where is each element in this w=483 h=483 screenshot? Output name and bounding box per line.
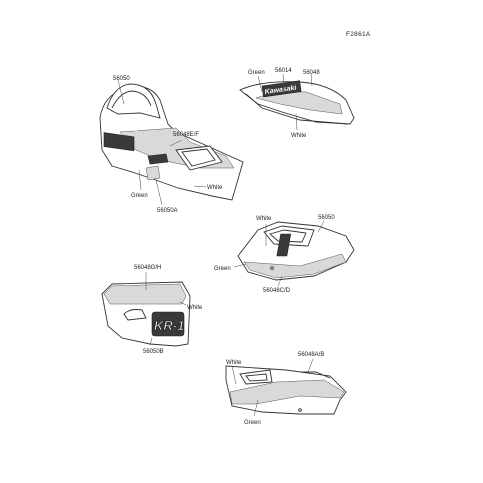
lower-cowl-assembly: White 56048A/B Green bbox=[225, 352, 347, 426]
leader-side-white bbox=[179, 301, 187, 306]
fairing-brand-text: Kawasaki bbox=[106, 122, 140, 134]
seat-cowl-bolt bbox=[270, 266, 274, 270]
tank-brand-text: Kawasaki bbox=[264, 84, 298, 96]
side-cover-color-white: White bbox=[187, 305, 203, 311]
fairing-headlight bbox=[147, 153, 169, 165]
side-cover-vent bbox=[123, 309, 147, 321]
seat-cowl-assembly: White 56050 Green 56048C/D bbox=[214, 215, 355, 294]
seat-cowl-stripe bbox=[243, 253, 347, 279]
leader-fairing-white bbox=[193, 185, 207, 188]
leader-fairing-green bbox=[138, 169, 142, 191]
side-cover-stripe bbox=[103, 283, 187, 305]
lower-cowl-vent-inner bbox=[245, 373, 268, 382]
side-cover-assembly: KR-1 56048G/H White 56050B bbox=[101, 265, 203, 355]
side-cover-part-top: 56048G/H bbox=[134, 265, 161, 271]
windscreen bbox=[106, 83, 161, 119]
seat-cowl-decal-kawasaki bbox=[276, 233, 292, 257]
drawing-code: F2861A bbox=[346, 31, 371, 38]
fairing-part-bottom: 56050A bbox=[157, 208, 178, 214]
fairing-part-top: 56050 bbox=[113, 76, 130, 82]
lower-cowl-part-top: 56048A/B bbox=[298, 352, 324, 358]
tank-bottom-line bbox=[245, 93, 349, 125]
leader-lower-top bbox=[307, 358, 314, 373]
fuel-tank-assembly: Kawasaki Green 56014 56048 White bbox=[239, 68, 355, 139]
leader-fairing-top bbox=[117, 79, 125, 105]
leader-cowl-bottom bbox=[277, 275, 283, 287]
leader-side-bottom bbox=[149, 337, 153, 346]
tank-color-white: White bbox=[291, 133, 307, 139]
seat-cowl-opening-inner bbox=[269, 229, 307, 243]
leader-tank-right bbox=[310, 73, 313, 87]
leader-fairing-side bbox=[169, 139, 183, 147]
seat-cowl-color-white: White bbox=[256, 216, 272, 222]
seat-cowl-part-bottom: 56048C/D bbox=[263, 288, 291, 294]
lower-cowl-color-white: White bbox=[226, 360, 242, 366]
fairing-mirror-panel bbox=[175, 145, 223, 171]
lower-cowl-edge bbox=[300, 371, 331, 379]
leader-lower-green bbox=[253, 399, 259, 417]
leader-fairing-bottom bbox=[155, 179, 163, 206]
leader-tank-white bbox=[295, 113, 298, 131]
leader-tank-green bbox=[257, 75, 263, 93]
tank-color-green: Green bbox=[248, 70, 265, 76]
leader-cowl-top bbox=[317, 220, 325, 233]
lower-cowl-stripe bbox=[229, 379, 345, 405]
leader-lower-white bbox=[231, 365, 237, 385]
tank-part-right: 56048 bbox=[303, 70, 320, 76]
side-cover-emblem-panel bbox=[151, 311, 185, 337]
fairing-mirror-panel-inner bbox=[181, 148, 216, 167]
tank-part-left: 56014 bbox=[275, 68, 292, 74]
front-fairing-assembly: Kawasaki 56050 56048E/F White Green 5605… bbox=[99, 76, 244, 214]
leader-cowl-green bbox=[233, 263, 247, 268]
fairing-color-green: Green bbox=[131, 193, 148, 199]
seat-cowl-color-green: Green bbox=[214, 266, 231, 272]
fairing-decal-kawasaki bbox=[103, 132, 135, 152]
side-cover-part-bottom: 56050B bbox=[143, 349, 164, 355]
tank-decal-kawasaki bbox=[261, 80, 302, 98]
leader-tank-left bbox=[282, 73, 285, 93]
seat-cowl-part-top: 56050 bbox=[318, 215, 335, 221]
fairing-part-side: 56048E/F bbox=[173, 132, 199, 138]
windscreen-inner-line bbox=[111, 90, 152, 109]
lower-cowl-bolt bbox=[298, 408, 302, 412]
side-cover-emblem: KR-1 bbox=[154, 318, 184, 333]
fairing-lower-decal bbox=[145, 165, 161, 181]
fairing-color-white: White bbox=[207, 185, 223, 191]
lower-cowl-color-green: Green bbox=[244, 420, 261, 426]
